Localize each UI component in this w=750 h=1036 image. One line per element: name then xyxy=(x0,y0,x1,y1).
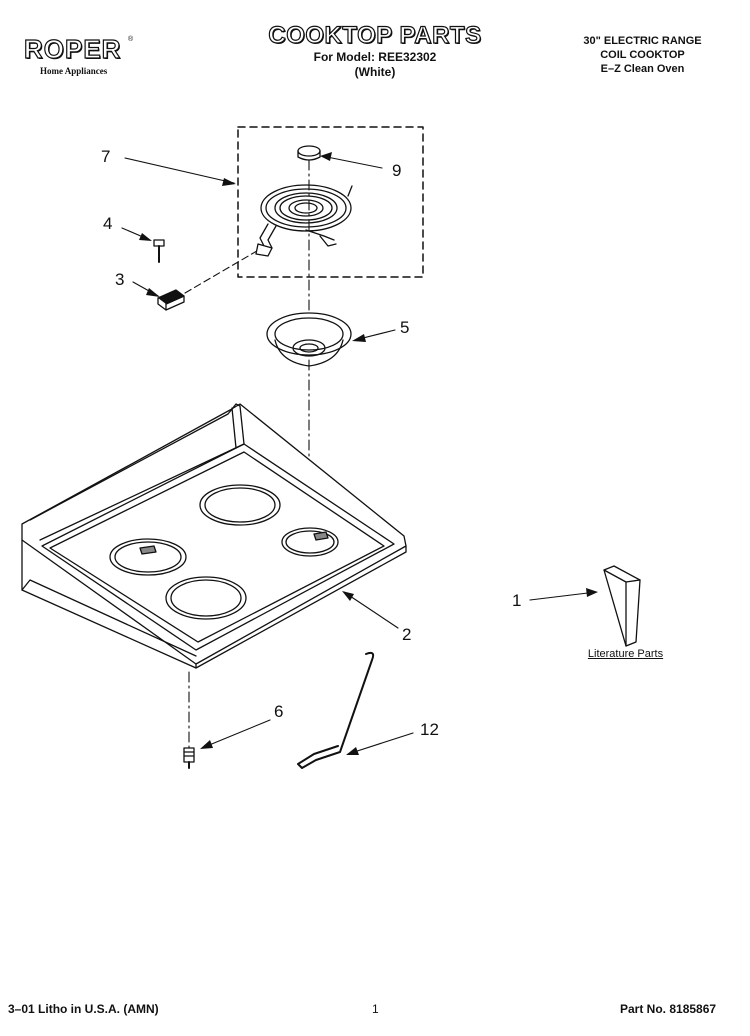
trademark-mark: ® xyxy=(128,36,134,43)
callout-2: 2 xyxy=(402,625,412,644)
brand-logo: ROPER ® Home Appliances xyxy=(23,34,134,76)
callout-5: 5 xyxy=(400,318,410,337)
part-7-surface-element xyxy=(255,184,353,257)
part-5-drip-bowl xyxy=(266,312,352,367)
part-12-support-rod xyxy=(297,651,375,769)
leader-arrowheads xyxy=(139,152,598,755)
part-9-center-button xyxy=(297,145,321,161)
model-info: For Model: REE32302 (White) xyxy=(260,50,490,80)
part-2-cooktop xyxy=(21,403,407,669)
callout-9: 9 xyxy=(392,161,402,180)
footer-litho: 3–01 Litho in U.S.A. (AMN) xyxy=(8,1002,159,1016)
part-4-screw xyxy=(153,239,165,263)
part-6-bolt xyxy=(183,747,195,769)
callout-1: 1 xyxy=(512,591,522,610)
callout-3: 3 xyxy=(115,270,125,289)
footer-page-number: 1 xyxy=(372,1002,379,1016)
spec-block: 30" ELECTRIC RANGE COIL COOKTOP E–Z Clea… xyxy=(560,34,725,76)
part-1-literature xyxy=(603,565,641,647)
spec-line-2: COIL COOKTOP xyxy=(600,49,685,61)
footer-part-number: Part No. 8185867 xyxy=(620,1002,717,1016)
brand-name: ROPER xyxy=(23,34,122,64)
model-line: For Model: REE32302 xyxy=(313,50,437,64)
callout-12: 12 xyxy=(420,720,439,739)
literature-parts-label: Literature Parts xyxy=(587,648,664,660)
brand-tagline: Home Appliances xyxy=(40,66,108,76)
element-assembly-box xyxy=(237,126,424,278)
callout-7: 7 xyxy=(101,147,111,166)
callout-4: 4 xyxy=(103,214,113,233)
part-3-terminal-block xyxy=(157,289,185,311)
color-line: (White) xyxy=(354,65,396,79)
spec-line-3: E–Z Clean Oven xyxy=(600,63,685,75)
page-title: COOKTOP PARTS xyxy=(268,21,482,49)
terminal-guide-line xyxy=(184,247,263,294)
spec-line-1: 30" ELECTRIC RANGE xyxy=(583,35,702,47)
callout-6: 6 xyxy=(274,702,284,721)
